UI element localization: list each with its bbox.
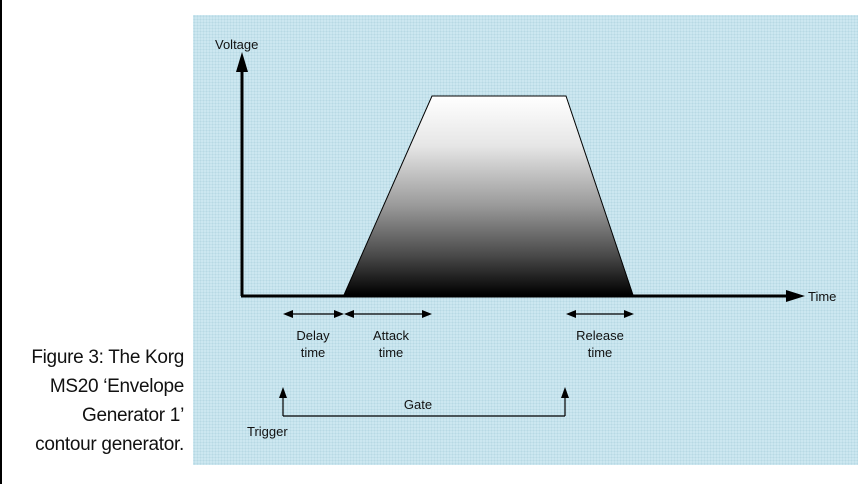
- left-border-line: [0, 0, 2, 484]
- delay-time-arrow: [283, 310, 344, 318]
- caption-line-2: MS20 ‘Envelope: [49, 376, 184, 397]
- release-time-label-line-2: time: [588, 345, 613, 360]
- delay-time-label-line-2: time: [301, 345, 326, 360]
- trigger-label: Trigger: [247, 424, 288, 439]
- delay-time-label-line-1: Delay: [296, 328, 330, 343]
- caption-line-3: Generator 1’: [81, 405, 184, 426]
- release-time-arrow: [566, 310, 634, 318]
- caption-line-4: contour generator.: [35, 434, 184, 455]
- time-axis-label: Time: [808, 289, 836, 304]
- voltage-axis-label: Voltage: [215, 37, 258, 52]
- attack-time-arrow: [344, 310, 432, 318]
- envelope-shape: [343, 95, 634, 296]
- time-axis-arrowhead: [786, 290, 805, 302]
- gate-label: Gate: [404, 397, 432, 412]
- caption-line-1: Figure 3: The Korg: [31, 347, 184, 368]
- figure-caption: Figure 3: The Korg MS20 ‘Envelope Genera…: [6, 343, 184, 459]
- attack-time-label-line-2: time: [379, 345, 404, 360]
- gate-bracket: [279, 387, 569, 417]
- attack-time-label-line-1: Attack: [373, 328, 410, 343]
- release-time-label-line-1: Release: [576, 328, 624, 343]
- voltage-axis-arrowhead: [236, 52, 248, 72]
